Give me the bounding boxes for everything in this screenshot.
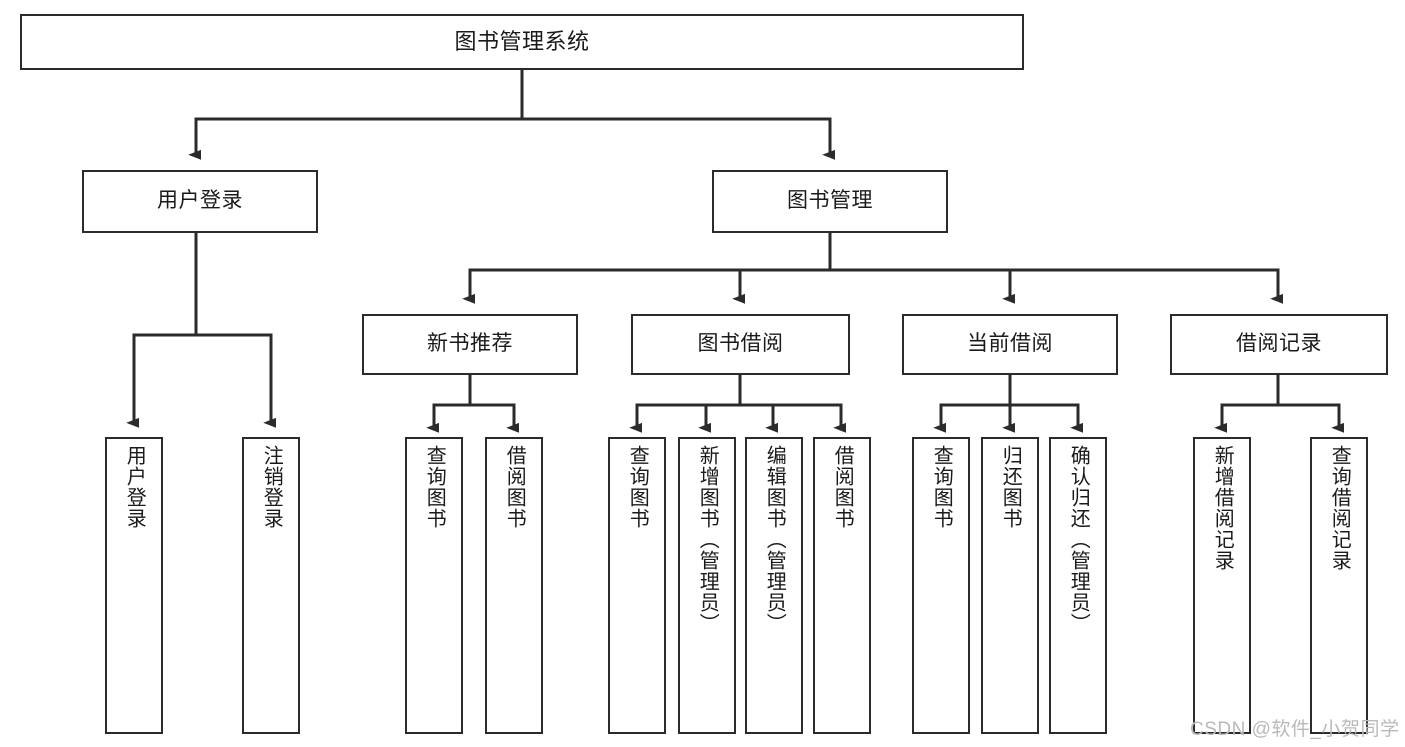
node-label: 当前借阅: [967, 332, 1053, 356]
node-label: 新增图书（管理员）: [696, 445, 719, 634]
node-label: 查询图书: [626, 445, 649, 529]
node-leaf-edit-book-admin[interactable]: 编辑图书（管理员）: [745, 437, 803, 734]
node-leaf-user-logout[interactable]: 注销登录: [242, 437, 300, 734]
node-leaf-query-book-borrow[interactable]: 查询图书: [608, 437, 666, 734]
node-label: 图书管理系统: [454, 29, 590, 55]
node-leaf-borrow-book-new-rec[interactable]: 借阅图书: [485, 437, 543, 734]
node-label: 借阅记录: [1236, 332, 1322, 356]
node-user-login[interactable]: 用户登录: [82, 170, 318, 233]
node-label: 确认归还（管理员）: [1067, 445, 1090, 634]
node-current-borrowing[interactable]: 当前借阅: [902, 314, 1118, 375]
node-label: 编辑图书（管理员）: [763, 445, 786, 634]
node-label: 用户登录: [157, 189, 243, 213]
node-label: 借阅图书: [831, 445, 854, 529]
node-label: 图书借阅: [697, 332, 784, 356]
node-label: 用户登录: [123, 445, 146, 529]
node-label: 新书推荐: [427, 332, 513, 356]
node-borrowing-record[interactable]: 借阅记录: [1170, 314, 1388, 375]
node-leaf-borrow-book[interactable]: 借阅图书: [813, 437, 871, 734]
node-book-management[interactable]: 图书管理: [712, 170, 948, 233]
node-leaf-confirm-return-admin[interactable]: 确认归还（管理员）: [1049, 437, 1107, 734]
node-leaf-query-book-current[interactable]: 查询图书: [912, 437, 970, 734]
node-root-book-management-system[interactable]: 图书管理系统: [20, 14, 1024, 70]
csdn-watermark: CSDN @软件_小贺同学: [1190, 719, 1400, 740]
node-leaf-add-book-admin[interactable]: 新增图书（管理员）: [678, 437, 736, 734]
node-leaf-query-book-new-rec[interactable]: 查询图书: [405, 437, 463, 734]
node-label: 归还图书: [999, 445, 1022, 529]
node-label: 图书管理: [787, 189, 873, 213]
node-label: 查询图书: [930, 445, 953, 529]
node-leaf-user-login[interactable]: 用户登录: [105, 437, 163, 734]
node-label: 查询图书: [423, 445, 446, 529]
node-label: 新增借阅记录: [1211, 445, 1234, 571]
node-leaf-query-borrow-record[interactable]: 查询借阅记录: [1310, 437, 1368, 734]
node-label: 注销登录: [260, 445, 283, 529]
node-label: 借阅图书: [503, 445, 526, 529]
node-label: 查询借阅记录: [1328, 445, 1351, 571]
node-book-borrowing[interactable]: 图书借阅: [631, 314, 850, 375]
node-leaf-return-book[interactable]: 归还图书: [981, 437, 1039, 734]
node-new-book-recommendation[interactable]: 新书推荐: [362, 314, 578, 375]
node-leaf-add-borrow-record[interactable]: 新增借阅记录: [1193, 437, 1251, 734]
